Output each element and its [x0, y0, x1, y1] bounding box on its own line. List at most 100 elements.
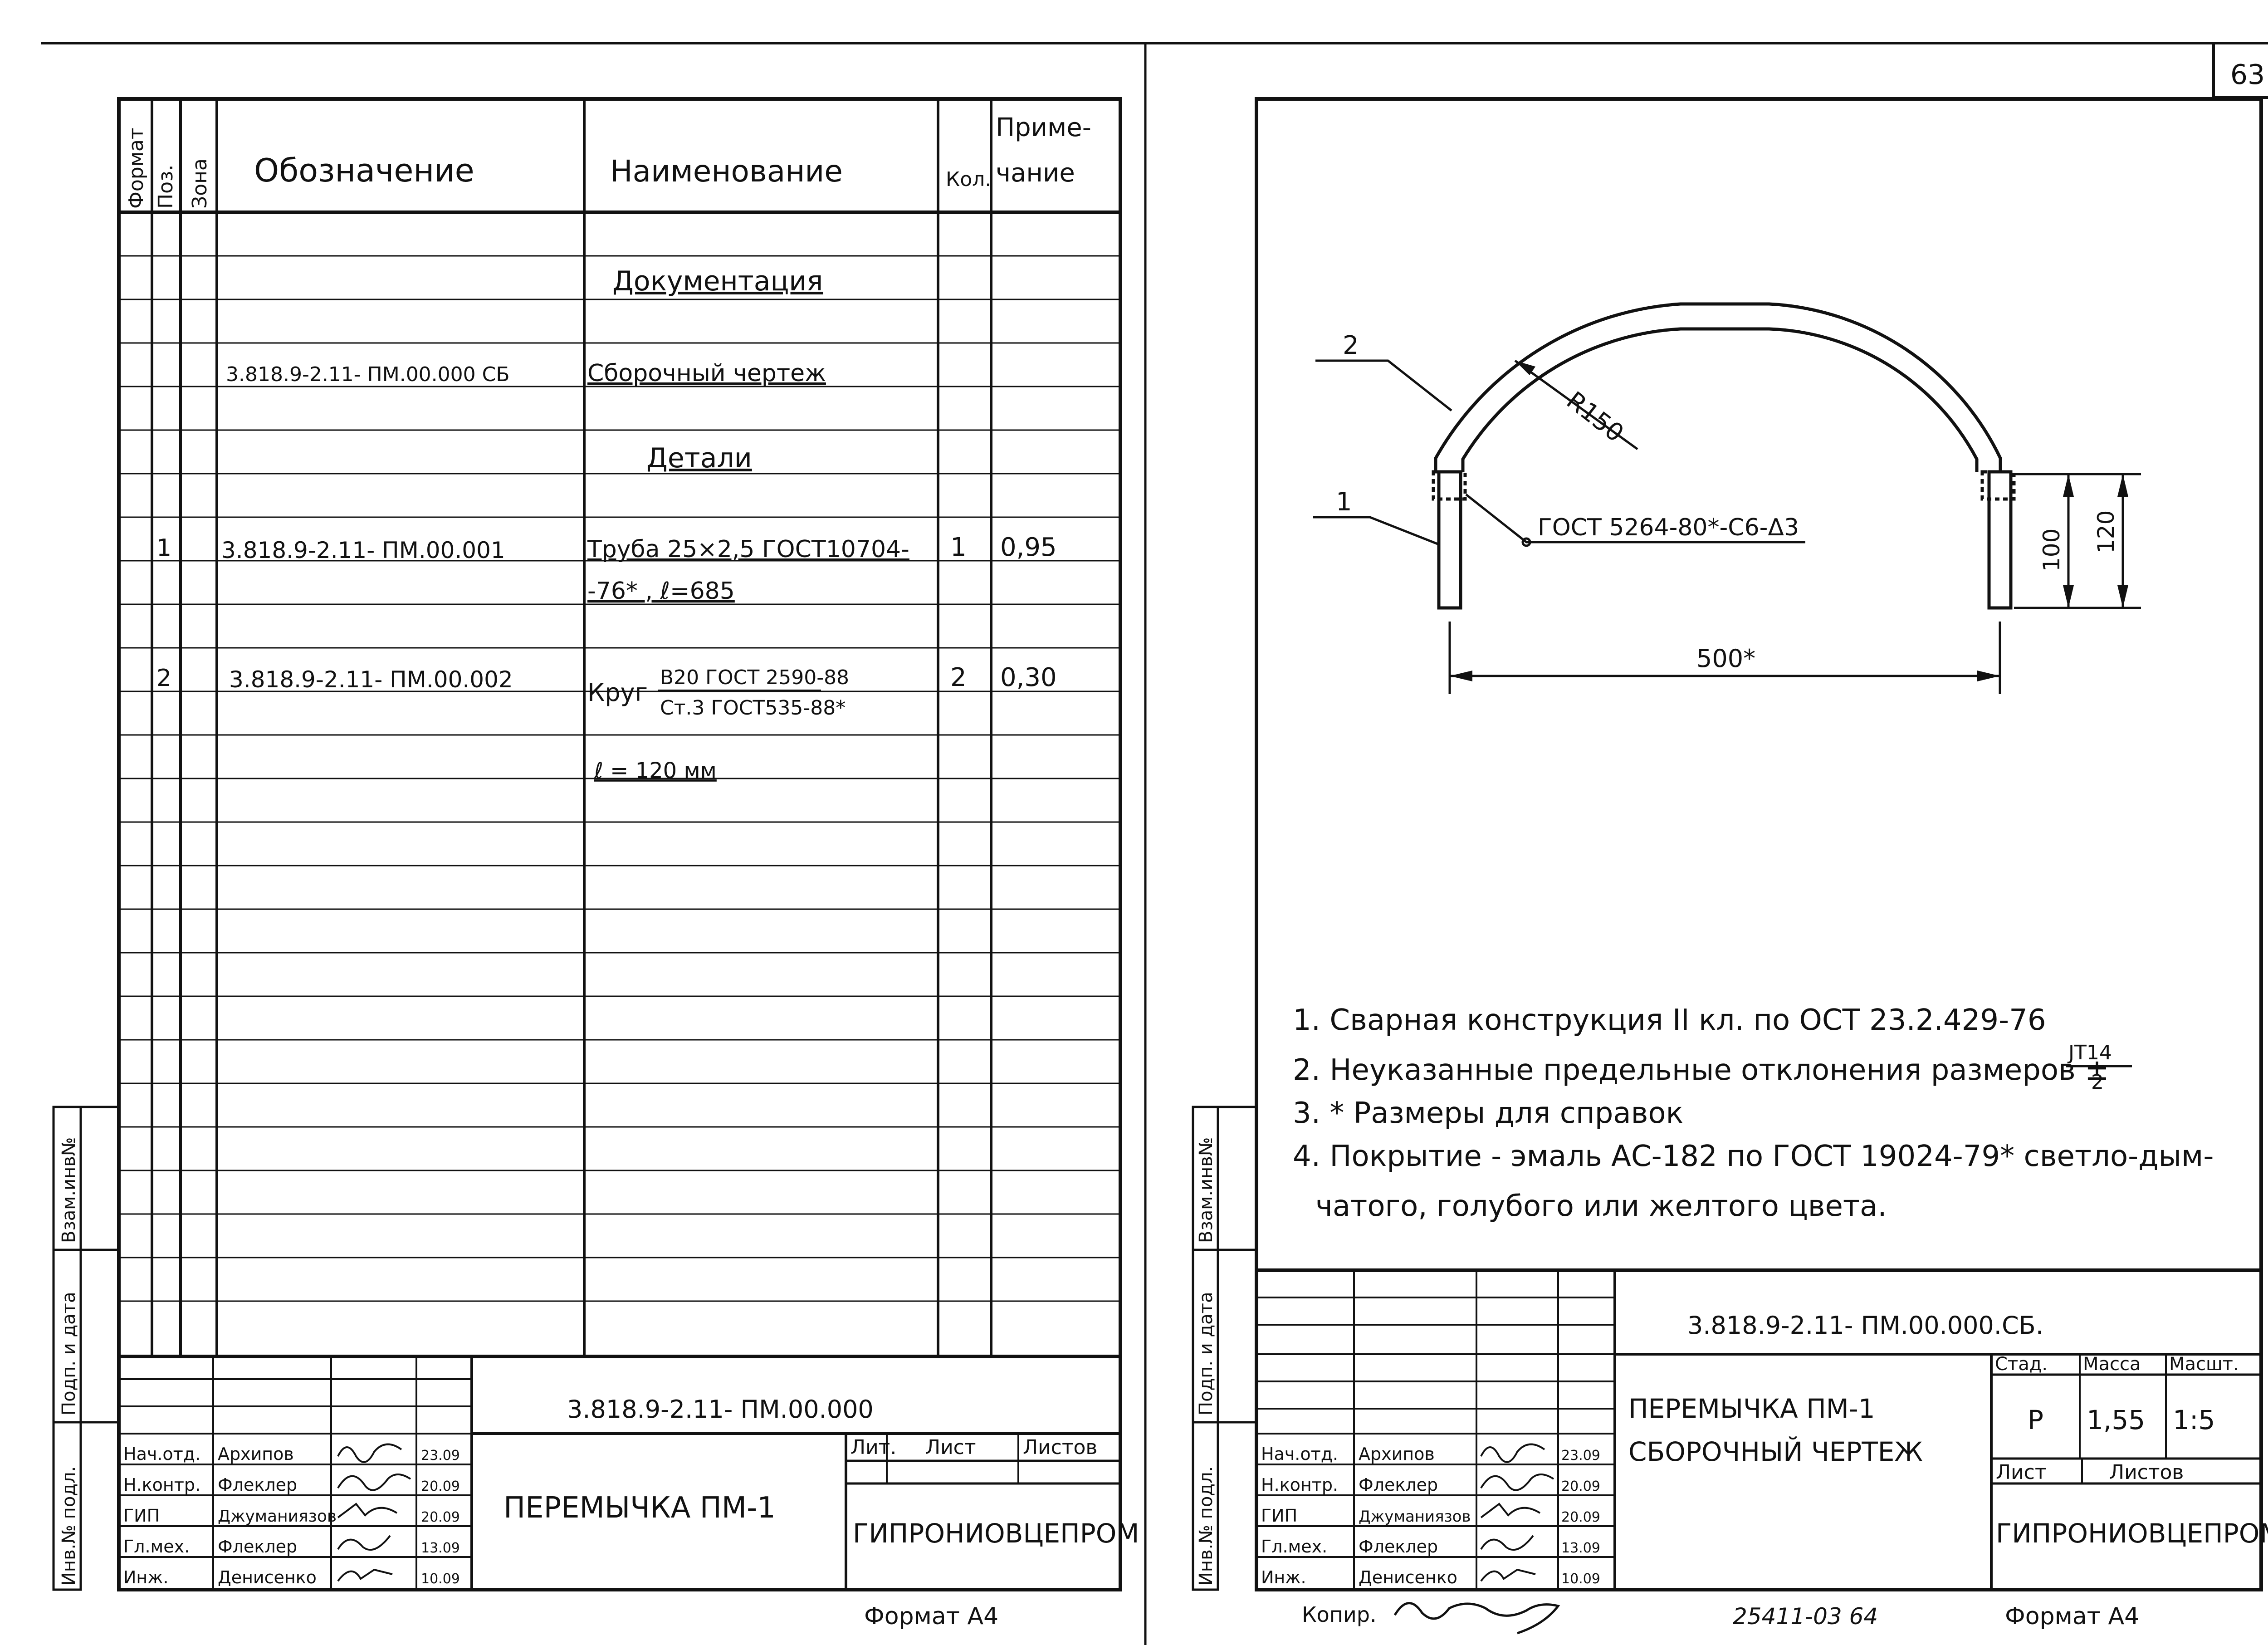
- spec-staff-name-3: Флеклер: [218, 1537, 297, 1557]
- dwg-staff-date-4: 10.09: [1561, 1571, 1600, 1587]
- hdr-zone: Зона: [188, 158, 211, 209]
- dwg-tb-title-1: ПЕРЕМЫЧКА ПМ-1: [1628, 1393, 1875, 1424]
- dwg-tb-listov: Листов: [2109, 1461, 2184, 1484]
- hdr-qty: Кол.: [946, 168, 991, 191]
- dwg-tb-scale: 1:5: [2173, 1405, 2215, 1435]
- dwg-tb-title-2: СБОРОЧНЫЙ ЧЕРТЕЖ: [1628, 1436, 1923, 1467]
- u-bend-part: [1432, 302, 2016, 610]
- hdr-format: Формат: [125, 127, 148, 209]
- dwg-staff-name-0: Архипов: [1359, 1444, 1435, 1464]
- spec-staff-name-2: Джуманиязов: [218, 1507, 337, 1526]
- note-4: 4. Покрытие - эмаль АС-182 по ГОСТ 19024…: [1293, 1140, 2214, 1173]
- drawing-side-strip: [1192, 1106, 1219, 1591]
- dwg-staff-role-2: ГИП: [1261, 1506, 1297, 1526]
- dwg-staff-date-3: 13.09: [1561, 1540, 1600, 1556]
- row2-name-den: Ст.3 ГОСТ535-88*: [660, 696, 846, 720]
- spec-staff-date-0: 23.09: [421, 1448, 460, 1464]
- hdr-name: Наименование: [610, 154, 843, 189]
- spec-signatures: [337, 1443, 411, 1582]
- spec-tb-code: 3.818.9-2.11- ПМ.00.000: [567, 1395, 874, 1424]
- dwg-staff-name-3: Флеклер: [1359, 1537, 1438, 1557]
- spec-staff-role-1: Н.контр.: [123, 1475, 200, 1495]
- spec-staff-date-1: 20.09: [421, 1479, 460, 1494]
- callout-weld: ГОСТ 5264-80*-С6-Δ3: [1538, 514, 1799, 541]
- row1-qty: 1: [950, 533, 967, 562]
- d-side-podp-data: Подп. и дата: [1196, 1292, 1217, 1415]
- callout-radius: R150: [1561, 386, 1629, 448]
- dwg-signatures: [1480, 1443, 1554, 1582]
- section-docs: Документация: [612, 265, 823, 297]
- dwg-staff-role-1: Н.контр.: [1261, 1475, 1338, 1495]
- callout-part1: 1: [1336, 487, 1352, 517]
- spec-tb-title: ПЕРЕМЫЧКА ПМ-1: [503, 1491, 776, 1525]
- dwg-tb-stad-label: Стад.: [1995, 1354, 2048, 1375]
- dwg-staff-date-0: 23.09: [1561, 1448, 1600, 1464]
- dwg-tb-mass: 1,55: [2087, 1405, 2145, 1435]
- spec-row-lines: [119, 255, 1120, 1302]
- drawing-frame: [1255, 97, 2263, 1591]
- row1-pos: 1: [156, 534, 171, 562]
- spec-staff-date-2: 20.09: [421, 1509, 460, 1525]
- row2-note: 0,30: [1000, 663, 1057, 692]
- note-5: чатого, голубого или желтого цвета.: [1315, 1190, 1887, 1223]
- doc-row-designation: 3.818.9-2.11- ПМ.00.000 СБ: [226, 363, 510, 386]
- row2-designation: 3.818.9-2.11- ПМ.00.002: [229, 666, 513, 693]
- dwg-tb-org: ГИПРОНИОВЦЕПРОМ: [1996, 1518, 2268, 1549]
- row1-designation: 3.818.9-2.11- ПМ.00.001: [221, 537, 505, 563]
- dwg-staff-role-0: Нач.отд.: [1261, 1444, 1338, 1464]
- spec-staff-role-3: Гл.мех.: [123, 1537, 190, 1557]
- tolerance-den: 2: [2091, 1071, 2104, 1094]
- dwg-tb-list: Лист: [1996, 1461, 2047, 1484]
- spec-sheet: Формат Поз. Зона Обозначение Наименовани…: [52, 97, 1139, 1630]
- row1-name-1: Труба 25×2,5 ГОСТ10704-: [587, 536, 909, 563]
- dwg-staff-name-1: Флеклер: [1359, 1475, 1438, 1495]
- side-inv-podl: Инв.№ подл.: [59, 1466, 79, 1586]
- spec-staff-role-0: Нач.отд.: [123, 1444, 200, 1464]
- spec-tb-listov: Листов: [1023, 1436, 1097, 1459]
- note-2: 2. Неуказанные предельные отклонения раз…: [1293, 1053, 2109, 1087]
- spec-staff-name-1: Флеклер: [218, 1475, 297, 1495]
- dwg-tb-stad: Р: [2028, 1405, 2043, 1435]
- hdr-pos: Поз.: [154, 165, 177, 209]
- doc-row-name: Сборочный чертеж: [587, 360, 826, 387]
- callout-part2: 2: [1343, 331, 1359, 360]
- d-side-inv-podl: Инв.№ подл.: [1196, 1466, 1217, 1586]
- dwg-staff-role-3: Гл.мех.: [1261, 1537, 1327, 1557]
- spec-staff-name-4: Денисенко: [218, 1567, 317, 1587]
- tolerance-num: JT14: [2067, 1041, 2112, 1064]
- spec-tb-list: Лист: [925, 1436, 976, 1459]
- row1-note: 0,95: [1000, 533, 1057, 562]
- dwg-tb-format: Формат А4: [2005, 1603, 2139, 1630]
- spec-staff-date-3: 13.09: [421, 1540, 460, 1556]
- side-vzam-inv: Взам.инв№: [59, 1137, 79, 1243]
- row2-name-3: ℓ = 120 мм: [594, 758, 717, 783]
- row1-name-2: -76* , ℓ=685: [587, 578, 735, 605]
- hdr-note-2: чание: [996, 158, 1075, 188]
- row2-pos: 2: [156, 665, 171, 692]
- hdr-designation: Обозначение: [254, 152, 474, 189]
- dwg-kopir: Копир.: [1302, 1602, 1377, 1627]
- row2-qty: 2: [950, 663, 967, 692]
- dim-500: 500*: [1696, 644, 1755, 673]
- spec-tb-format: Формат А4: [864, 1603, 998, 1630]
- spec-tb-org: ГИПРОНИОВЦЕПРОМ: [853, 1518, 1139, 1549]
- spec-staff-name-0: Архипов: [218, 1444, 294, 1464]
- hdr-note-1: Приме-: [996, 113, 1091, 142]
- row2-name-num: B20 ГОСТ 2590-88: [660, 666, 849, 689]
- spec-tb-lit: Лит.: [850, 1436, 896, 1459]
- d-side-vzam-inv: Взам.инв№: [1196, 1137, 1217, 1243]
- dwg-staff-date-2: 20.09: [1561, 1509, 1600, 1525]
- page-number: 63: [2230, 59, 2265, 91]
- dwg-tb-code: 3.818.9-2.11- ПМ.00.000.СБ.: [1687, 1311, 2043, 1340]
- spec-frame: [117, 97, 1122, 1591]
- dwg-doc-no: 25411-03 64: [1733, 1603, 1878, 1630]
- kopir-signature: [1393, 1602, 1560, 1635]
- section-parts: Детали: [646, 442, 752, 474]
- note-1: 1. Сварная конструкция II кл. по ОСТ 23.…: [1293, 1004, 2046, 1037]
- dwg-tb-scale-label: Масшт.: [2169, 1354, 2239, 1375]
- spec-staff-role-4: Инж.: [123, 1567, 169, 1587]
- dwg-tb-mass-label: Масса: [2083, 1354, 2141, 1375]
- dwg-staff-date-1: 20.09: [1561, 1479, 1600, 1494]
- dwg-staff-name-2: Джуманиязов: [1359, 1508, 1471, 1526]
